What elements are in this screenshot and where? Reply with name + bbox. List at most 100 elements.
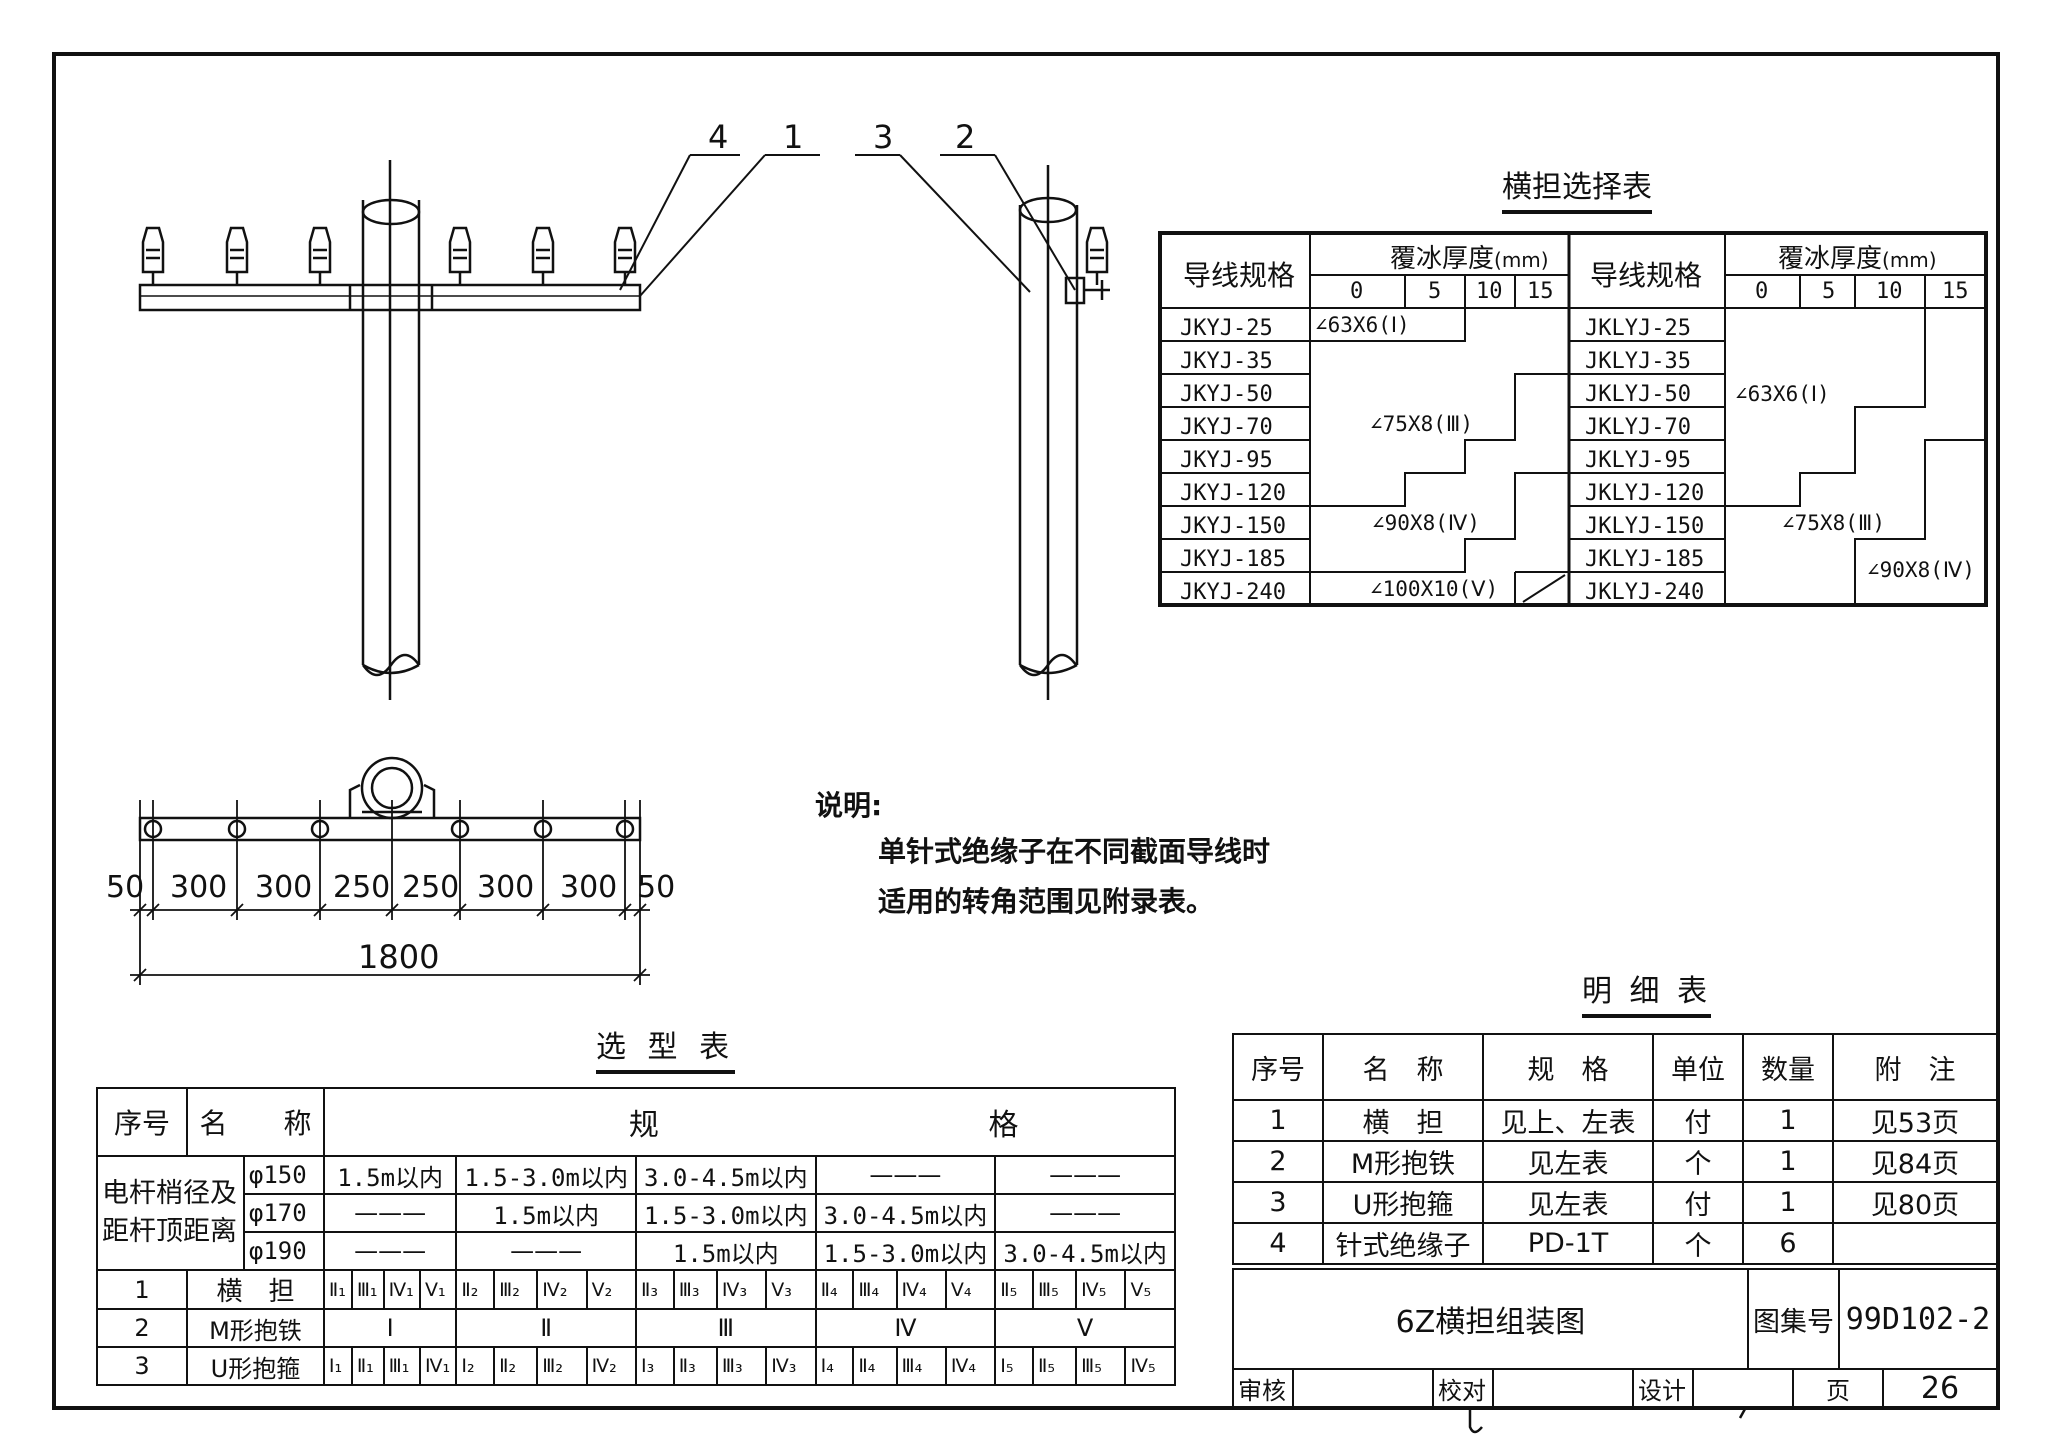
sel-range: 3.0-4.5m以内 xyxy=(814,1193,997,1233)
dim-300-2: 300 xyxy=(255,870,313,905)
dim-300-4: 300 xyxy=(560,870,618,905)
sel-range: 1.5m以内 xyxy=(455,1193,637,1233)
detail-cell: 个 xyxy=(1652,1140,1744,1183)
sel-pole-label: 电杆梢径及 距杆顶距离 xyxy=(96,1155,245,1271)
detail-cell: 2 xyxy=(1232,1140,1324,1183)
ct-left-row: JKYJ-150 xyxy=(1180,514,1286,539)
sel-row3-name: U形抱箍 xyxy=(186,1346,325,1386)
detail-cell: 见左表 xyxy=(1482,1181,1654,1224)
detail-h-remark: 附 注 xyxy=(1832,1033,1998,1101)
part-label-4: 4 xyxy=(708,118,729,156)
table-row: 1 横 担 见上、左表 付 1 见53页 xyxy=(1232,1099,1998,1142)
ct-right-rows: JKLYJ-25 JKLYJ-35 JKLYJ-50 JKLYJ-70 JKLY… xyxy=(1585,312,1704,609)
sel-cell: Ⅰ₁ xyxy=(322,1346,353,1386)
ct-region-l-1: ∠63X6(Ⅰ) xyxy=(1315,313,1410,337)
sel-range: 1.5-3.0m以内 xyxy=(455,1155,637,1195)
sel-cell: Ⅳ₅ xyxy=(1124,1346,1176,1386)
dim-300-3: 300 xyxy=(477,870,535,905)
ct-ice-r-15: 15 xyxy=(1942,279,1969,304)
part-label-1: 1 xyxy=(783,118,804,156)
sel-range: 3.0-4.5m以内 xyxy=(634,1155,817,1195)
sel-cell: Ⅳ₂ xyxy=(536,1269,588,1310)
sel-cell: Ⅱ xyxy=(455,1308,637,1348)
page-label: 页 xyxy=(1792,1368,1884,1408)
ct-ice-l-10: 10 xyxy=(1476,279,1503,304)
ct-left-row: JKYJ-95 xyxy=(1180,448,1273,473)
detail-table: 序号 名 称 规 格 单位 数量 附 注 1 横 担 见上、左表 付 1 见53… xyxy=(1232,1033,1998,1265)
sel-cell: Ⅲ₄ xyxy=(852,1269,898,1310)
sel-phi-150: φ150 xyxy=(242,1155,325,1195)
table-row: 2 M形抱铁 见左表 个 1 见84页 xyxy=(1232,1140,1998,1183)
sel-cell: Ⅲ₅ xyxy=(1032,1269,1078,1310)
pole-front-view xyxy=(361,160,421,700)
ct-left-row: JKYJ-35 xyxy=(1180,349,1273,374)
sel-cell: Ⅲ₃ xyxy=(715,1346,768,1386)
detail-cell: 见80页 xyxy=(1832,1181,1998,1224)
ct-right-row: JKLYJ-35 xyxy=(1585,349,1691,374)
notes-line-2: 适用的转角范围见附录表。 xyxy=(878,885,1215,918)
review-signature xyxy=(1292,1368,1434,1408)
sel-cell: Ⅰ xyxy=(322,1308,458,1348)
sel-cell: Ⅰ₃ xyxy=(634,1346,675,1386)
detail-cell: 见53页 xyxy=(1832,1099,1998,1142)
leader-lines xyxy=(619,154,1076,297)
ct-ice-r-5: 5 xyxy=(1822,279,1836,304)
sel-cell: Ⅲ₂ xyxy=(493,1269,539,1310)
sel-range: ——— xyxy=(455,1231,637,1271)
sel-cell: Ⅱ₂ xyxy=(455,1269,496,1310)
sel-cell: Ⅳ xyxy=(814,1308,997,1348)
sel-cell: Ⅲ₅ xyxy=(1075,1346,1127,1386)
design-label: 设计 xyxy=(1632,1368,1694,1408)
sel-cell: Ⅴ xyxy=(994,1308,1176,1348)
crossarm-table-title: 横担选择表 xyxy=(1502,162,1652,214)
insulators-front-view xyxy=(141,226,637,285)
pole-side-view xyxy=(1018,165,1110,700)
part-label-2: 2 xyxy=(955,118,976,156)
sel-cell: Ⅳ₄ xyxy=(944,1346,997,1386)
ct-left-header: 导线规格 xyxy=(1183,259,1296,292)
signature-row: 审核 校对 设计 页 26 xyxy=(1232,1368,1998,1408)
ct-region-l-3: ∠75X8(Ⅲ) xyxy=(1370,412,1473,436)
notes-heading: 说明: xyxy=(815,789,883,822)
dimension-lines xyxy=(130,800,650,985)
dim-300-1: 300 xyxy=(170,870,228,905)
detail-cell: 付 xyxy=(1652,1181,1744,1224)
ct-ice-header-left: 覆冰厚度(mm) xyxy=(1390,244,1549,274)
ct-left-row: JKYJ-185 xyxy=(1180,547,1286,572)
sel-range: 1.5-3.0m以内 xyxy=(634,1193,817,1233)
detail-h-qty: 数量 xyxy=(1742,1033,1834,1101)
ct-right-row: JKLYJ-150 xyxy=(1585,514,1705,539)
detail-cell: 3 xyxy=(1232,1181,1324,1224)
detail-cell: 1 xyxy=(1742,1181,1834,1224)
sel-cell: Ⅴ₂ xyxy=(585,1269,637,1310)
ct-right-header: 导线规格 xyxy=(1590,259,1703,292)
detail-cell: 付 xyxy=(1652,1099,1744,1142)
sel-cell: Ⅲ₁ xyxy=(350,1269,385,1310)
crossarm-front-view xyxy=(138,283,642,312)
sel-row2-no: 2 xyxy=(96,1308,188,1348)
ct-region-l-4: ∠90X8(Ⅳ) xyxy=(1372,511,1480,535)
sel-cell: Ⅱ₅ xyxy=(1032,1346,1078,1386)
detail-cell: 1 xyxy=(1742,1140,1834,1183)
review-label: 审核 xyxy=(1232,1368,1294,1408)
sel-cell: Ⅱ₃ xyxy=(672,1346,718,1386)
selection-table: 序号 名 称 规 格 电杆梢径及 距杆顶距离 φ150 1.5m以内 1.5-3… xyxy=(96,1087,1177,1386)
detail-cell: PD-1T xyxy=(1482,1222,1654,1265)
sel-row3-no: 3 xyxy=(96,1346,188,1386)
sel-range: ——— xyxy=(994,1193,1176,1233)
ct-left-row: JKYJ-25 xyxy=(1180,316,1273,341)
ct-right-row: JKLYJ-240 xyxy=(1585,580,1705,605)
table-row: 2 M形抱铁 Ⅰ Ⅱ Ⅲ Ⅳ Ⅴ xyxy=(96,1308,1176,1348)
sel-row1-name: 横 担 xyxy=(186,1269,325,1310)
sel-pole-label-1: 电杆梢径及 xyxy=(102,1178,237,1209)
sel-h-name: 名 称 xyxy=(186,1087,325,1157)
sel-phi-170: φ170 xyxy=(242,1193,325,1233)
sel-range: ——— xyxy=(322,1231,458,1271)
dim-total: 1800 xyxy=(358,938,440,976)
ct-ice-l-5: 5 xyxy=(1428,279,1442,304)
sel-cell: Ⅰ₄ xyxy=(814,1346,855,1386)
detail-h-unit: 单位 xyxy=(1652,1033,1744,1101)
sel-cell: Ⅱ₅ xyxy=(994,1269,1035,1310)
title-block: 6Z横担组装图 图集号 99D102-2 xyxy=(1232,1268,1998,1370)
